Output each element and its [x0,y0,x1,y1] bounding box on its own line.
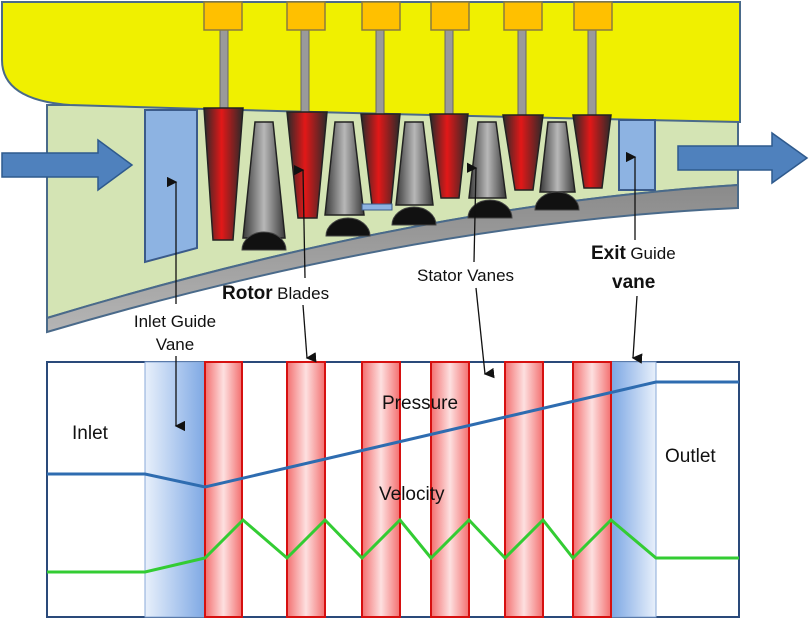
hub-mounts [241,191,580,251]
rotor-seal [361,203,393,211]
outflow-arrow [677,131,809,185]
rotor-band [204,361,243,618]
rotor-blades [203,107,612,241]
rotor-band [572,361,612,618]
exit-guide-vane-label: Exit Guide [591,244,676,263]
inlet-guide-vane-label-line2: Vane [155,335,195,354]
inflow-arrow [1,138,134,192]
rotor-bands [204,361,612,618]
label-pointers [166,151,643,432]
actuator-tabs [203,1,613,31]
exit-word: Exit [591,243,626,264]
exit-guide-vane [618,119,656,191]
rotor-band [286,361,326,618]
inlet-guide-vane-label: Inlet Guide Vane [118,313,232,353]
pressure-line [47,380,739,489]
pointer-rotor-up [293,164,306,279]
inlet-guide-vane-label-line1: Inlet Guide [133,312,217,331]
stator-vanes-label: Stator Vanes [417,266,515,285]
blades-word: Blades [277,284,330,303]
pointer-stator-up [466,162,478,263]
inlet-label: Inlet [72,423,108,444]
inlet-guide-vane [144,109,198,264]
egv-band [611,361,657,618]
rotor-band [430,361,470,618]
vane-word: vane [612,272,656,293]
pressure-velocity-chart [46,361,740,618]
rotor-band [361,361,401,618]
velocity-line [47,517,739,574]
rotor-band [504,361,544,618]
compressor-cross-section [1,1,809,334]
velocity-label: Velocity [379,484,445,505]
pointer-rotor-down [302,304,317,363]
guide-word: Guide [630,244,676,263]
pressure-label: Pressure [382,393,459,414]
rotor-word: Rotor [222,283,273,304]
stator-vanes [242,121,576,239]
rotor-blades-label: Rotor Blades [222,284,329,303]
outlet-label: Outlet [665,446,716,467]
pointer-stator-down [475,287,495,379]
igv-band [144,361,206,618]
hub-band [46,183,739,334]
pointer-exit-guide-down [631,295,643,364]
